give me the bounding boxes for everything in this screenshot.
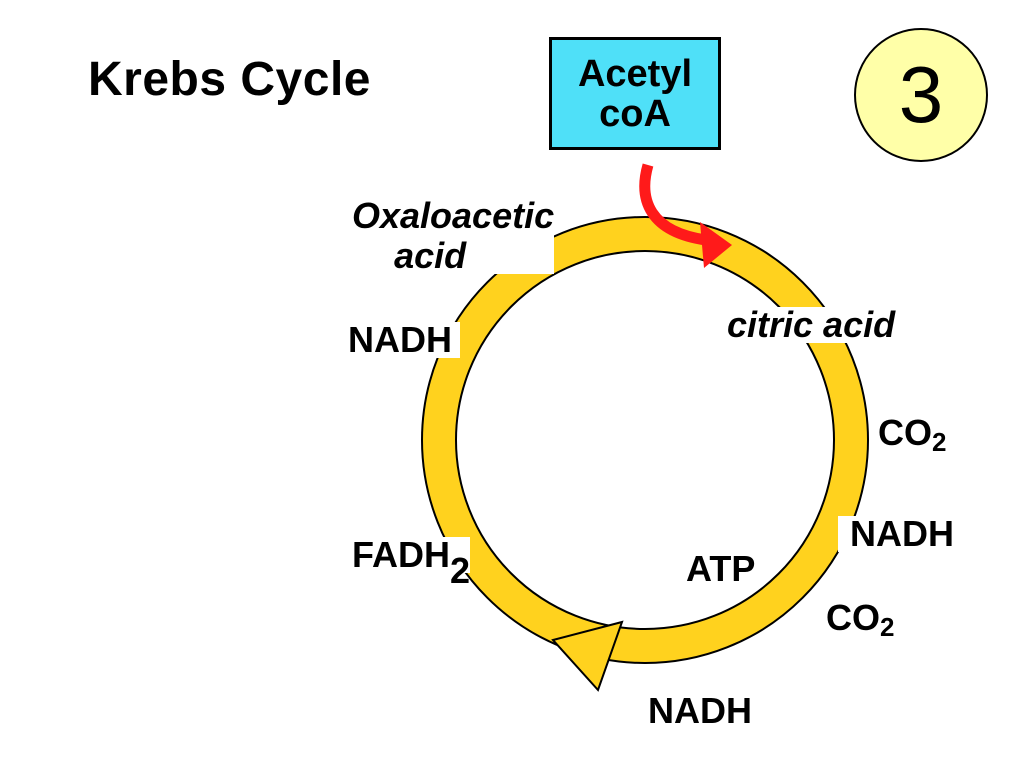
acetyl-label-line1: Acetyl (577, 53, 693, 95)
co2-top-subscript: 2 (932, 427, 947, 457)
co2-bottom-subscript: 2 (880, 612, 895, 642)
fadh2-label: FADH2 (352, 534, 471, 589)
cycle-ring-fill (423, 218, 867, 662)
co2-top-label: CO2 (878, 412, 947, 457)
entry-arrow-shaft (639, 163, 707, 246)
acetyl-label-line2: coA (599, 93, 671, 135)
co2-bottom-label: CO2 (826, 597, 895, 642)
atp-label: ATP (686, 548, 756, 589)
fadh-subscript: 2 (450, 550, 471, 591)
oxaloacetic-acid-label: Oxaloacetic acid (352, 195, 555, 276)
co2-top-text: CO (878, 412, 932, 453)
entry-arrow-head (700, 222, 732, 268)
cycle-direction-arrowhead (551, 620, 624, 692)
page-title: Krebs Cycle (88, 53, 371, 106)
oxaloacetic-line2: acid (394, 235, 467, 276)
co2-bottom-text: CO (826, 597, 880, 638)
oxaloacetic-line1: Oxaloacetic (352, 195, 555, 236)
nadh-left-label: NADH (348, 322, 460, 358)
nadh-right-label: NADH (838, 516, 954, 552)
citric-acid-label: citric acid (727, 304, 896, 345)
nadh-bottom-label: NADH (648, 690, 752, 731)
fadh-text: FADH (352, 534, 450, 575)
step-number-badge: 3 (854, 28, 988, 162)
acetyl-coa-box: Acetyl coA (549, 37, 721, 150)
